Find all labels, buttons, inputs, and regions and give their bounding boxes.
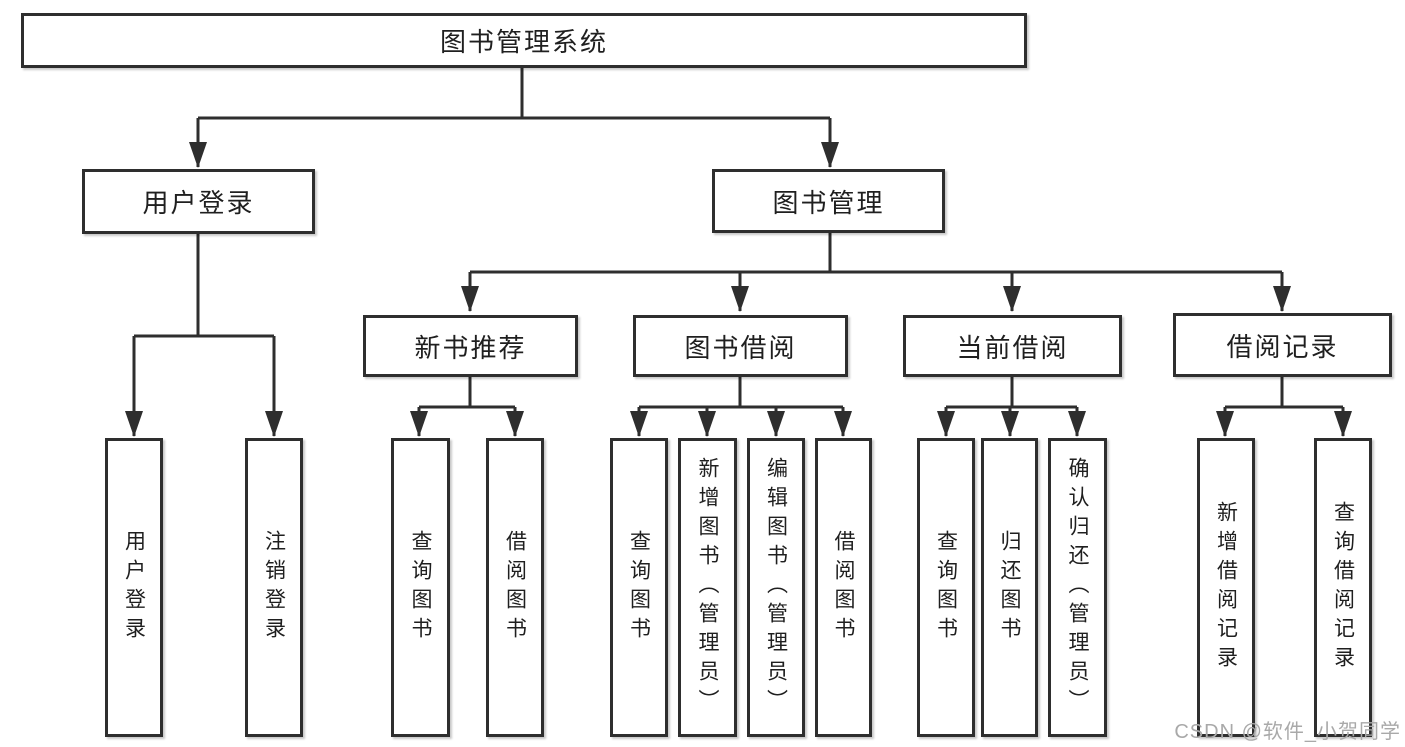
- leaf-query-books-recommend: 查询图书: [391, 438, 450, 737]
- leaf-query-borrow-record: 查询借阅记录: [1314, 438, 1372, 737]
- leaf-return-books: 归还图书: [981, 438, 1038, 737]
- leaf-label: 查询图书: [409, 529, 432, 646]
- leaf-label: 查询图书: [627, 529, 651, 646]
- leaf-label: 注销登录: [262, 529, 286, 646]
- node-label: 图书管理: [772, 187, 885, 218]
- leaf-label: 用户登录: [122, 529, 146, 646]
- node-label: 新书推荐: [414, 332, 527, 363]
- node-label: 当前借阅: [956, 332, 1069, 363]
- node-new-book-recommend: 新书推荐: [363, 315, 578, 377]
- node-book-management: 图书管理: [712, 169, 945, 233]
- leaf-label: 新增图书（管理员）: [696, 457, 719, 718]
- leaf-add-books-admin: 新增图书（管理员）: [678, 438, 737, 737]
- leaf-label: 确认归还（管理员）: [1066, 457, 1089, 718]
- node-user-login: 用户登录: [82, 169, 315, 234]
- leaf-borrow-books-recommend: 借阅图书: [486, 438, 544, 737]
- node-library-management-system: 图书管理系统: [21, 13, 1027, 68]
- leaf-edit-books-admin: 编辑图书（管理员）: [747, 438, 805, 737]
- leaf-label: 编辑图书（管理员）: [764, 457, 788, 718]
- leaf-add-borrow-record: 新增借阅记录: [1197, 438, 1255, 737]
- leaf-user-login: 用户登录: [105, 438, 163, 737]
- leaf-logout-login: 注销登录: [245, 438, 303, 737]
- node-label: 图书借阅: [684, 332, 797, 363]
- node-label: 用户登录: [142, 188, 255, 218]
- leaf-label: 借阅图书: [503, 529, 527, 646]
- leaf-label: 新增借阅记录: [1214, 500, 1238, 675]
- node-borrowing-records: 借阅记录: [1173, 313, 1392, 377]
- leaf-label: 查询图书: [934, 529, 958, 646]
- node-label: 图书管理系统: [439, 27, 608, 57]
- node-current-borrowing: 当前借阅: [903, 315, 1122, 377]
- csdn-watermark: CSDN @软件_小贺同学: [1174, 721, 1401, 743]
- node-book-borrowing: 图书借阅: [633, 315, 848, 377]
- node-label: 借阅记录: [1226, 331, 1339, 362]
- leaf-borrow-books-borrowing: 借阅图书: [815, 438, 872, 737]
- leaf-label: 借阅图书: [832, 529, 855, 646]
- leaf-query-books-borrowing: 查询图书: [610, 438, 668, 737]
- leaf-confirm-return-admin: 确认归还（管理员）: [1048, 438, 1107, 737]
- leaf-label: 查询借阅记录: [1331, 500, 1355, 675]
- leaf-query-books-current: 查询图书: [917, 438, 975, 737]
- leaf-label: 归还图书: [998, 529, 1021, 646]
